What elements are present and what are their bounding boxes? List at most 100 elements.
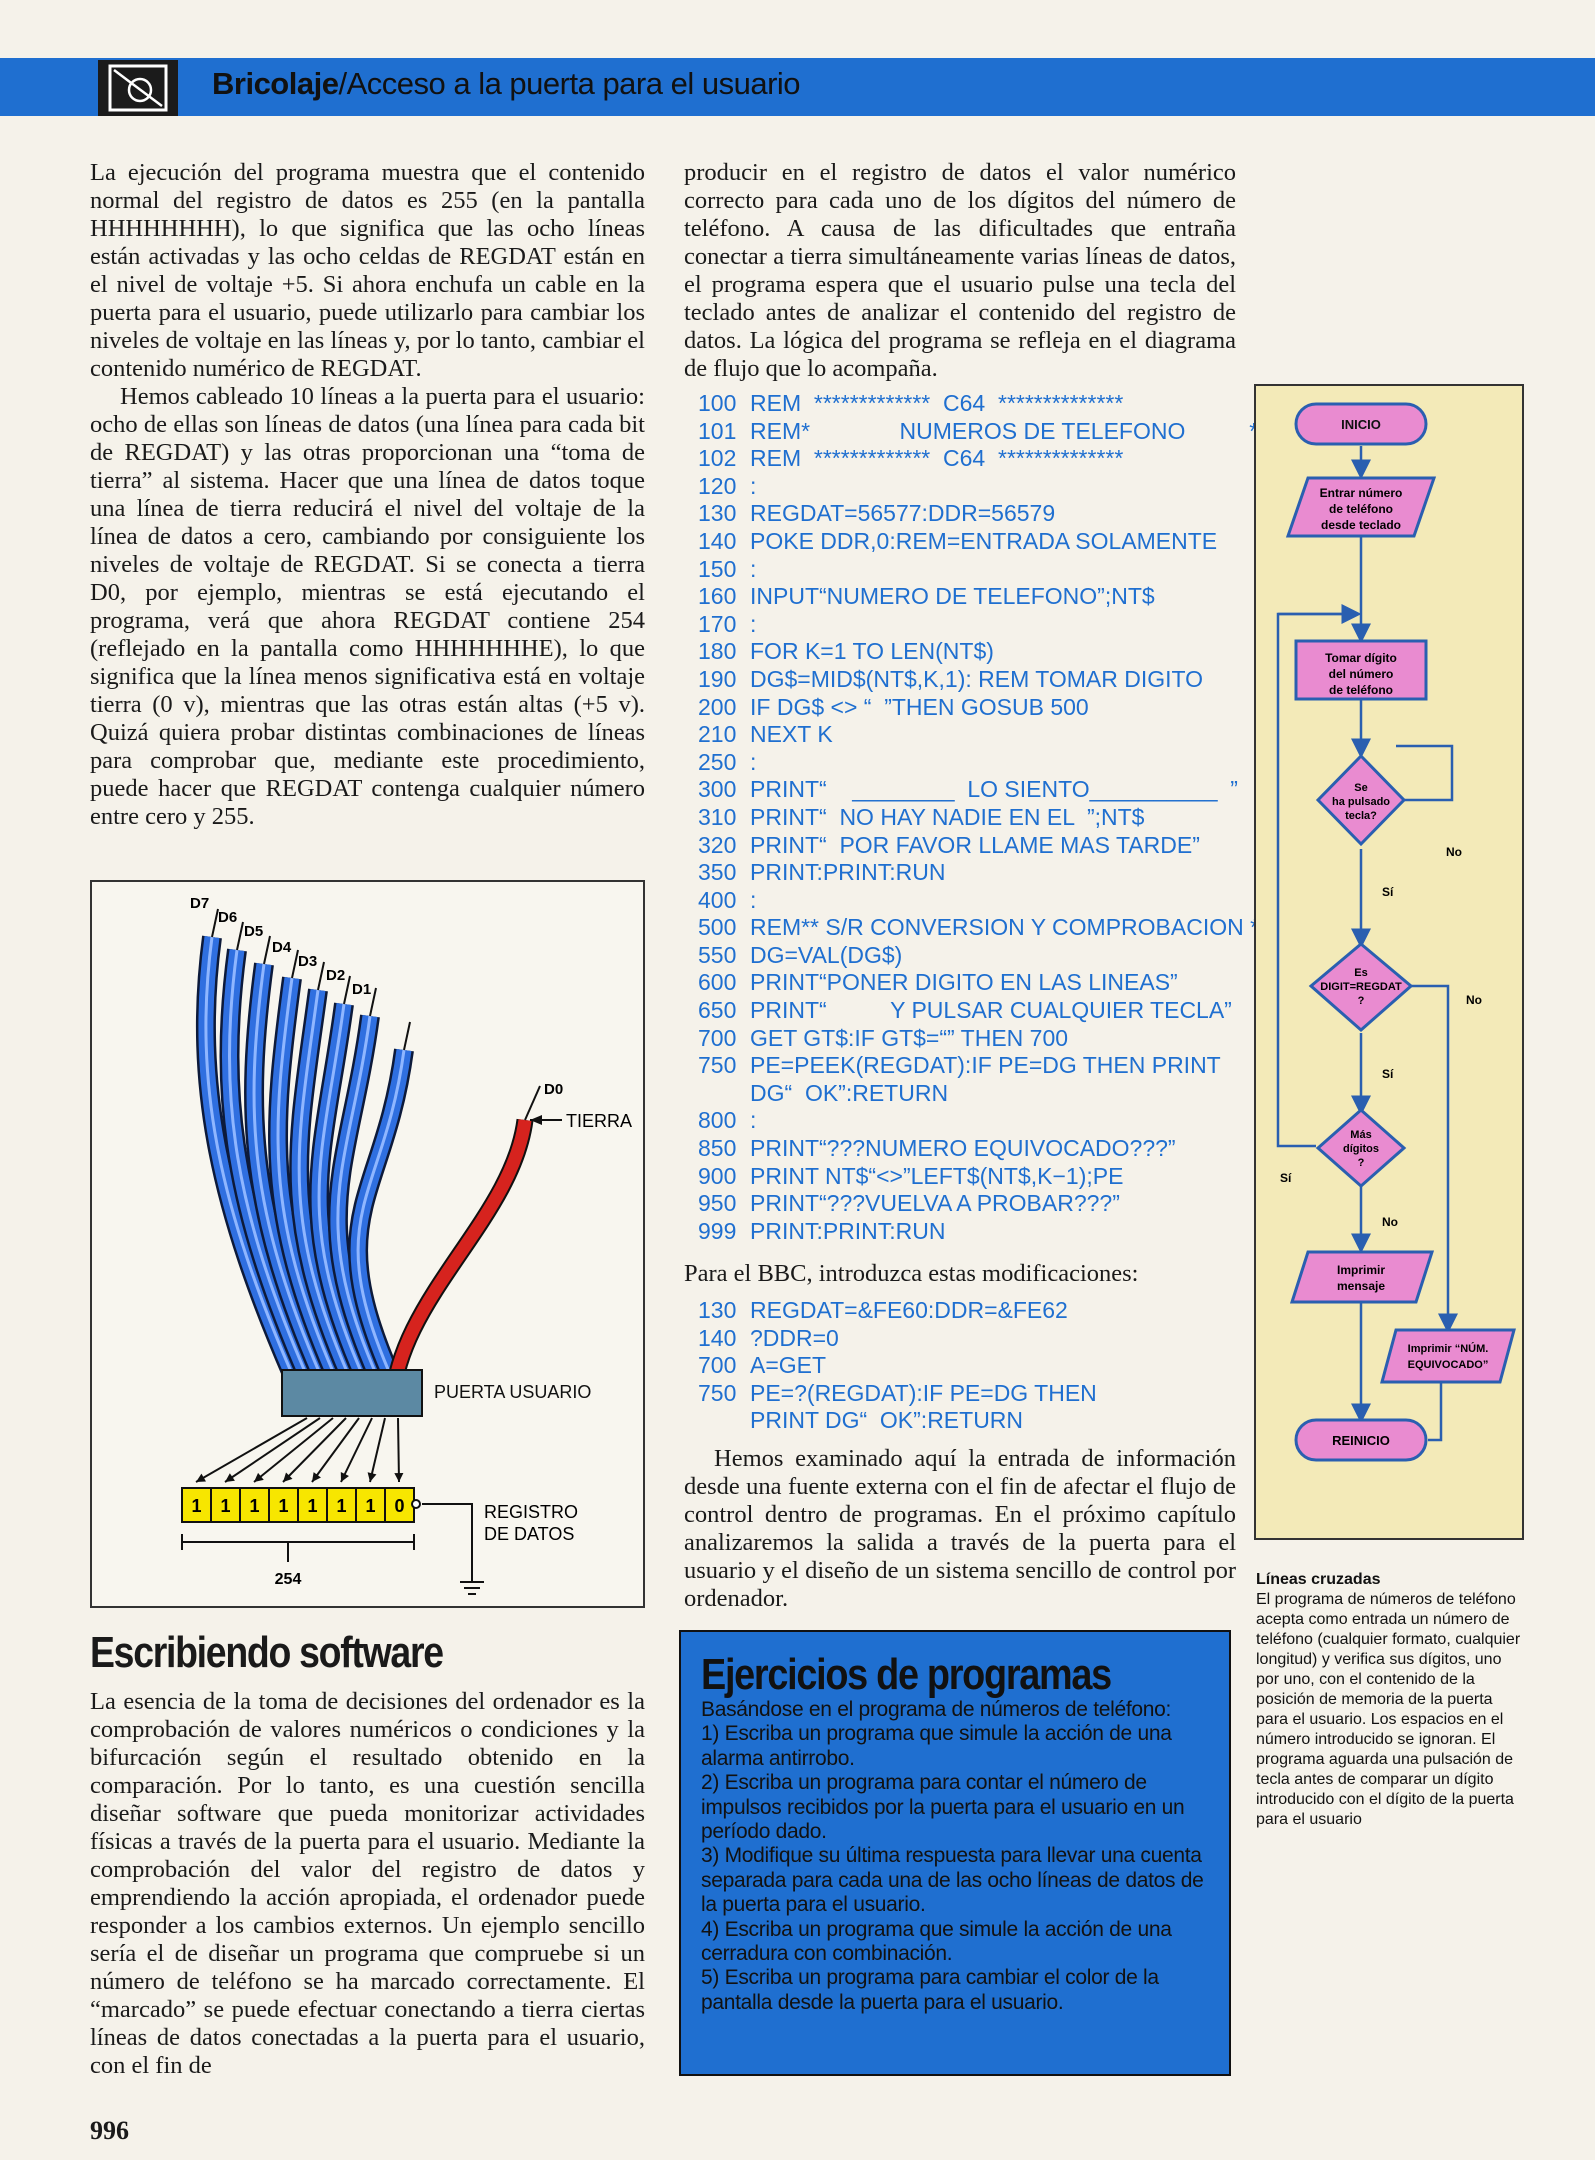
data-wire-highlight bbox=[317, 1003, 364, 1375]
code-text: DG=VAL(DG$) bbox=[750, 941, 903, 968]
data-wire-highlight bbox=[276, 977, 336, 1375]
caption-text: El programa de números de teléfono acept… bbox=[1256, 1591, 1521, 1828]
code-text: PRINT“ POR FAVOR LLAME MAS TARDE” bbox=[750, 831, 1200, 858]
flow-wrong-label: EQUIVOCADO” bbox=[1408, 1359, 1489, 1371]
flow-restart-label: REINICIO bbox=[1332, 1433, 1390, 1448]
register-terminal bbox=[411, 1499, 421, 1509]
code-text: REM ************* C64 ************** bbox=[750, 445, 1124, 472]
code-line: 101 REM* NUMEROS DE TELEFONO * bbox=[698, 418, 1268, 446]
flow-take-label: de teléfono bbox=[1329, 683, 1393, 697]
flow-input-label: Entrar número bbox=[1320, 486, 1403, 500]
code-line: 170: bbox=[698, 611, 1268, 639]
flow-digit-decision bbox=[1308, 942, 1414, 1032]
flow-print-label: Imprimir bbox=[1337, 1263, 1385, 1277]
code-text: NEXT K bbox=[750, 721, 833, 748]
col1-paragraph-2: Hemos cableado 10 líneas a la puerta par… bbox=[90, 383, 645, 830]
line-number: 180 bbox=[698, 638, 737, 665]
code-line: 250: bbox=[698, 749, 1268, 777]
code-text: REGDAT=56577:DDR=56579 bbox=[750, 500, 1056, 527]
register-bit: 1 bbox=[336, 1496, 346, 1516]
line-number: 800 bbox=[698, 1107, 737, 1134]
column-2-text: producir en el registro de datos el valo… bbox=[684, 159, 1236, 383]
exercise-item: 3) Modifique su última respuesta para ll… bbox=[701, 1844, 1204, 1917]
line-number: 950 bbox=[698, 1190, 737, 1217]
line-number: 500 bbox=[698, 914, 737, 941]
port-arrowhead bbox=[340, 1472, 349, 1482]
code-text: : bbox=[750, 886, 757, 913]
data-wire-highlight bbox=[228, 949, 308, 1375]
wire-label: D5 bbox=[244, 923, 263, 940]
flow-yes-label: Sí bbox=[1382, 885, 1394, 899]
code-text: PRINT DG“ OK”:RETURN bbox=[750, 1407, 1024, 1434]
line-number: 101 bbox=[698, 417, 737, 444]
flow-take-label: del número bbox=[1329, 667, 1394, 681]
header-bar bbox=[0, 58, 1595, 116]
wire-label: D4 bbox=[272, 939, 292, 956]
line-number: 400 bbox=[698, 886, 737, 913]
port-arrow bbox=[253, 1417, 334, 1483]
code-text: REGDAT=&FE60:DDR=&FE62 bbox=[750, 1297, 1068, 1323]
code-line: PRINT DG“ OK”:RETURN bbox=[698, 1407, 1097, 1435]
flow-wrong-box bbox=[1380, 1328, 1516, 1384]
port-arrow bbox=[369, 1417, 386, 1483]
line-number: 310 bbox=[698, 803, 737, 830]
port-arrowhead bbox=[283, 1472, 293, 1482]
line-number: 170 bbox=[698, 610, 737, 637]
register-label-1: REGISTRO bbox=[484, 1502, 578, 1522]
line-number: 190 bbox=[698, 665, 737, 692]
register-cell bbox=[239, 1487, 270, 1523]
code-text: PRINT“ NO HAY NADIE EN EL ”;NT$ bbox=[750, 803, 1145, 830]
wire-tip bbox=[317, 961, 325, 991]
line-number: 750 bbox=[698, 1379, 737, 1406]
wire-label: D6 bbox=[218, 909, 237, 926]
register-bit: 1 bbox=[220, 1496, 230, 1516]
data-wire-highlight bbox=[297, 989, 350, 1375]
register-cell bbox=[268, 1487, 299, 1523]
flow-more-label: dígitos bbox=[1343, 1143, 1379, 1155]
flow-more-label: Más bbox=[1350, 1129, 1371, 1141]
code-text: REM* NUMEROS DE TELEFONO * bbox=[750, 417, 1259, 444]
line-number: 700 bbox=[698, 1024, 737, 1051]
exercises-body: Basándose en el programa de números de t… bbox=[701, 1698, 1215, 2015]
flow-key-decision bbox=[1315, 753, 1407, 847]
port-arrow bbox=[195, 1417, 308, 1483]
line-number: 150 bbox=[698, 555, 737, 582]
section-heading-software: Escribiendo software bbox=[90, 1628, 444, 1677]
line-number: 120 bbox=[698, 472, 737, 499]
port-arrowhead bbox=[312, 1472, 321, 1482]
user-port-connector bbox=[281, 1369, 423, 1417]
flow-digit-label: Es bbox=[1354, 967, 1367, 979]
flow-yes-label: Sí bbox=[1280, 1171, 1292, 1185]
code-text: A=GET bbox=[750, 1352, 827, 1379]
register-cell bbox=[210, 1487, 241, 1523]
port-arrowhead bbox=[394, 1473, 404, 1482]
wire-tip bbox=[343, 975, 351, 1005]
line-number bbox=[698, 1407, 750, 1435]
code-text: PRINT“???VUELVA A PROBAR???” bbox=[750, 1190, 1120, 1217]
line-number: 300 bbox=[698, 776, 737, 803]
code-text: PRINT“ ________ LO SIENTO__________ ” bbox=[750, 776, 1238, 803]
flow-input-label: desde teclado bbox=[1321, 518, 1401, 532]
code-text: PRINT NT$“<>”LEFT$(NT$,K−1);PE bbox=[750, 1162, 1124, 1189]
flow-start-label: INICIO bbox=[1341, 417, 1381, 432]
column-1-text: La ejecución del programa muestra que el… bbox=[90, 159, 645, 831]
flow-print-label: mensaje bbox=[1337, 1279, 1385, 1293]
port-arrowhead bbox=[254, 1472, 264, 1482]
line-number: 850 bbox=[698, 1135, 737, 1162]
flow-input-label: de teléfono bbox=[1329, 502, 1393, 516]
flow-no-label: No bbox=[1466, 993, 1482, 1007]
code-text: FOR K=1 TO LEN(NT$) bbox=[750, 638, 994, 665]
wire-tip bbox=[369, 987, 377, 1017]
